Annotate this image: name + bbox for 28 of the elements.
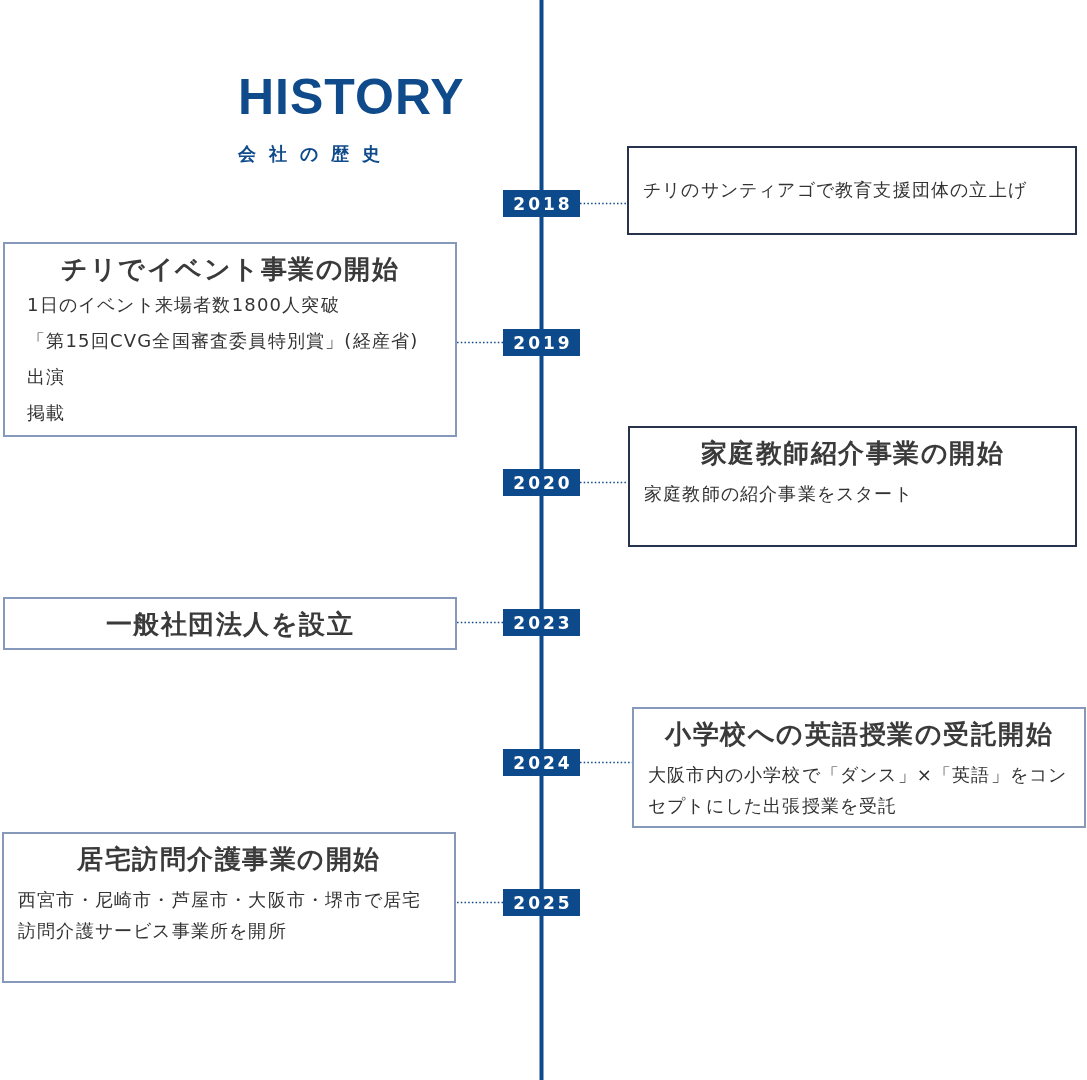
event-description: 大阪市内の小学校で「ダンス」×「英語」をコンセプトにした出張授業を受託 [648,763,1069,818]
event-description: 西宮市・尼崎市・芦屋市・大阪市・堺市で居宅訪問介護サービス事業所を開所 [18,888,423,943]
page-subtitle: 会社の歴史 [238,143,393,165]
event-card [2,832,456,983]
year-badge: 2023 [503,609,580,636]
event-card [3,597,457,650]
event-description: チリのサンティアゴで教育支援団体の立上げ [643,178,1027,203]
event-title: チリでイベント事業の開始 [61,253,399,286]
event-description: 家庭教師の紹介事業をスタート [644,482,913,506]
event-card [627,146,1077,235]
year-badge: 2018 [503,190,580,217]
event-detail: 掲載 [27,401,66,425]
event-title: 一般社団法人を設立 [105,607,355,641]
event-detail: 1日のイベント来場者数1800人突破 [27,293,340,317]
event-card [632,707,1086,828]
year-badge: 2024 [503,749,580,776]
year-badge: 2019 [503,329,580,356]
event-detail: 「第15回CVG全国審査委員特別賞」(経産省) [27,329,419,353]
event-card [3,242,457,437]
event-title: 居宅訪問介護事業の開始 [77,843,381,876]
event-title: 家庭教師紹介事業の開始 [700,437,1005,470]
connector-line [455,901,504,904]
year-badge: 2025 [503,889,580,916]
year-badge: 2020 [503,469,580,496]
page-title: HISTORY [238,72,465,122]
event-detail: 出演 [27,365,66,389]
event-title: 小学校への英語授業の受託開始 [665,718,1053,751]
event-card [628,426,1077,547]
